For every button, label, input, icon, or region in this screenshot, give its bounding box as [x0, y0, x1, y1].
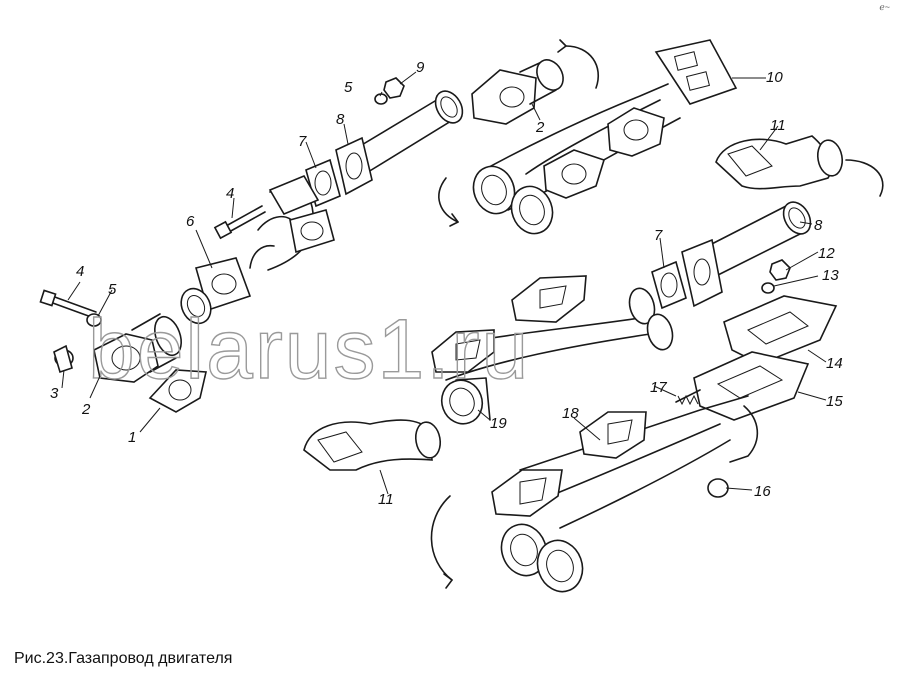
part-label-14: 14 [826, 355, 843, 372]
part-label-18: 18 [562, 405, 579, 422]
part-label-5b: 5 [344, 79, 353, 96]
lower-flanges-14-15 [675, 295, 838, 421]
part-label-10: 10 [766, 69, 783, 86]
part-label-4: 4 [76, 263, 84, 280]
part-label-5: 5 [108, 281, 117, 298]
figure-caption: Рис.23.Газапровод двигателя [14, 650, 233, 667]
part-label-16: 16 [754, 483, 771, 500]
lower-elbow-11 [303, 419, 442, 471]
part-number-labels: 1 2 3 4 5 6 7 8 9 2 10 11 4 5 7 8 12 13 … [50, 59, 843, 508]
part-label-7: 7 [298, 133, 307, 150]
part-label-8b: 8 [814, 217, 823, 234]
part-label-7b: 7 [654, 227, 663, 244]
corner-mark: ℯ~ [879, 2, 890, 12]
part-label-13: 13 [822, 267, 839, 284]
part-label-15: 15 [826, 393, 843, 410]
part-label-11: 11 [770, 117, 786, 134]
part-label-4b: 4 [226, 185, 234, 202]
part-label-2: 2 [81, 401, 91, 418]
watermark-text: belarus1.ru [88, 302, 530, 396]
part-label-19: 19 [490, 415, 507, 432]
lower-manifold-main [430, 395, 759, 593]
lower-straight-pipe-8 [651, 201, 812, 310]
part-label-8: 8 [336, 111, 345, 128]
upper-manifold-10 [438, 39, 738, 235]
part-label-17: 17 [650, 379, 667, 396]
part-label-2b: 2 [535, 119, 545, 136]
lower-manifold-upper-branch [431, 275, 674, 425]
part-label-3: 3 [50, 385, 59, 402]
part-label-11b: 11 [378, 491, 394, 508]
part-label-12: 12 [818, 245, 835, 262]
part-label-6: 6 [186, 213, 195, 230]
part-label-1: 1 [128, 429, 136, 446]
part-label-9: 9 [416, 59, 425, 76]
left-flange-parts [39, 289, 207, 413]
upper-elbow-11 [715, 135, 884, 197]
upper-pipe-assembly [180, 59, 564, 325]
exhaust-manifold-exploded-diagram: belarus1.ru 1 2 3 4 5 6 7 8 9 [39, 39, 884, 593]
